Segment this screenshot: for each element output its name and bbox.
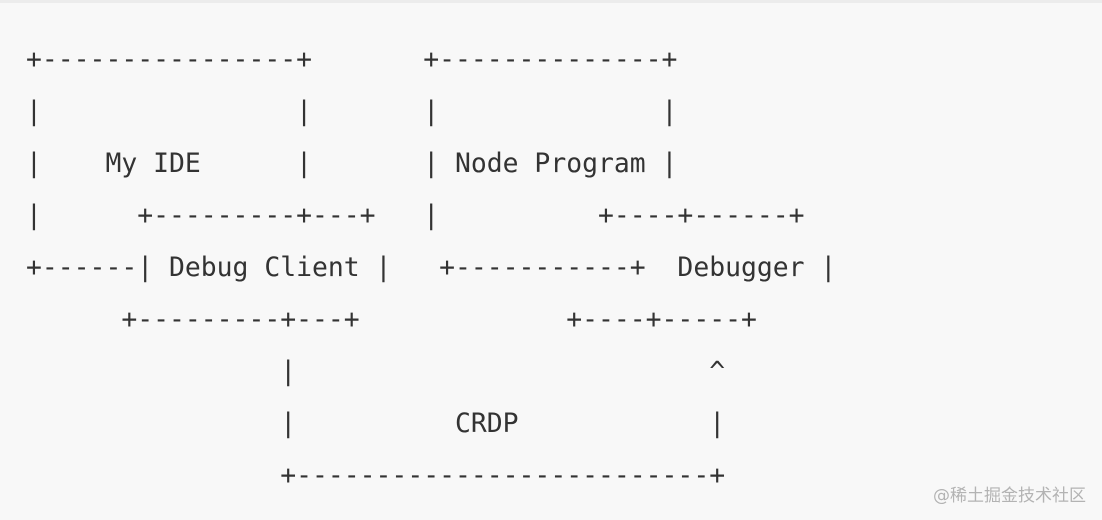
diagram-line: | ^ [26, 356, 726, 387]
diagram-line: | CRDP | [26, 408, 726, 439]
diagram-line: +------| Debug Client | +-----------+ De… [26, 252, 837, 283]
ascii-diagram: +----------------+ +--------------+ | | |… [26, 34, 836, 502]
diagram-line: | +---------+---+ | +----+------+ [26, 200, 805, 231]
diagram-line: | | | | [26, 96, 678, 127]
watermark: @稀土掘金技术社区 [933, 486, 1086, 506]
diagram-line: +---------+---+ +----+-----+ [26, 304, 757, 335]
diagram-line: +----------------+ +--------------+ [26, 44, 678, 75]
diagram-line: +--------------------------+ [26, 460, 726, 491]
top-divider [0, 0, 1102, 3]
diagram-line: | My IDE | | Node Program | [26, 148, 678, 179]
